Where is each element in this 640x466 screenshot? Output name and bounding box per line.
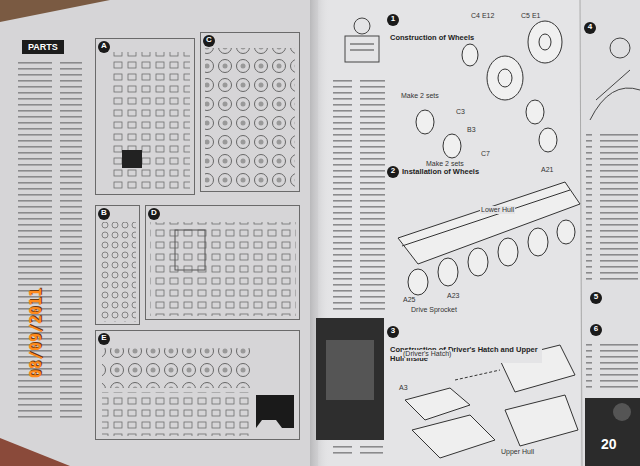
callout-label: (Driver's Hatch) xyxy=(402,350,452,358)
callout-label: C7 xyxy=(480,150,491,158)
sprue-letter: D xyxy=(148,208,160,220)
callout-label: A21 xyxy=(540,166,554,174)
sprue-letter: B xyxy=(98,208,110,220)
sprue-letter: C xyxy=(203,35,215,47)
assembly-step: 1Construction of Wheels xyxy=(387,14,482,35)
callout-label: C5 E1 xyxy=(520,12,541,20)
parts-sprue: D xyxy=(145,205,300,320)
parts-sprue: C xyxy=(200,32,300,192)
step-number: 4 xyxy=(584,22,596,34)
step-number: 2 xyxy=(387,166,399,178)
photo-number: 20 xyxy=(600,436,618,452)
sprue-letter: E xyxy=(98,333,110,345)
sprue-letter: A xyxy=(98,41,110,53)
callout-label: Make 2 sets xyxy=(400,92,440,100)
step-number: 5 xyxy=(590,292,602,304)
callout-label: A25 xyxy=(402,296,416,304)
assembly-step: 6 xyxy=(590,324,606,342)
callout-label: A23 xyxy=(446,292,460,300)
parts-heading: PARTS xyxy=(22,40,64,54)
parts-sprue: A xyxy=(95,38,195,195)
date-stamp: 08/09/2011 xyxy=(28,277,44,389)
parts-sprue: E xyxy=(95,330,300,440)
assembly-step: 4 xyxy=(584,22,600,40)
step-number: 1 xyxy=(387,14,399,26)
callout-label: A3 xyxy=(398,384,409,392)
step-number: 6 xyxy=(590,324,602,336)
callout-label: C4 E12 xyxy=(470,12,495,20)
assembly-step: 5 xyxy=(590,292,606,310)
callout-label: C3 xyxy=(455,108,466,116)
callout-label: Drive Sprocket xyxy=(410,306,458,314)
step-number: 3 xyxy=(387,326,399,338)
callout-label: Lower Hull xyxy=(480,206,515,214)
parts-sprue: B xyxy=(95,205,140,325)
callout-label: B3 xyxy=(466,126,477,134)
callout-label: Make 2 sets xyxy=(425,160,465,168)
step-heading: Construction of Wheels xyxy=(390,32,474,42)
assembly-step: 2Installation of Wheels xyxy=(387,166,483,180)
callout-label: Upper Hull xyxy=(500,448,535,456)
assembly-step: 3Construction of Driver's Hatch and Uppe… xyxy=(387,326,542,347)
